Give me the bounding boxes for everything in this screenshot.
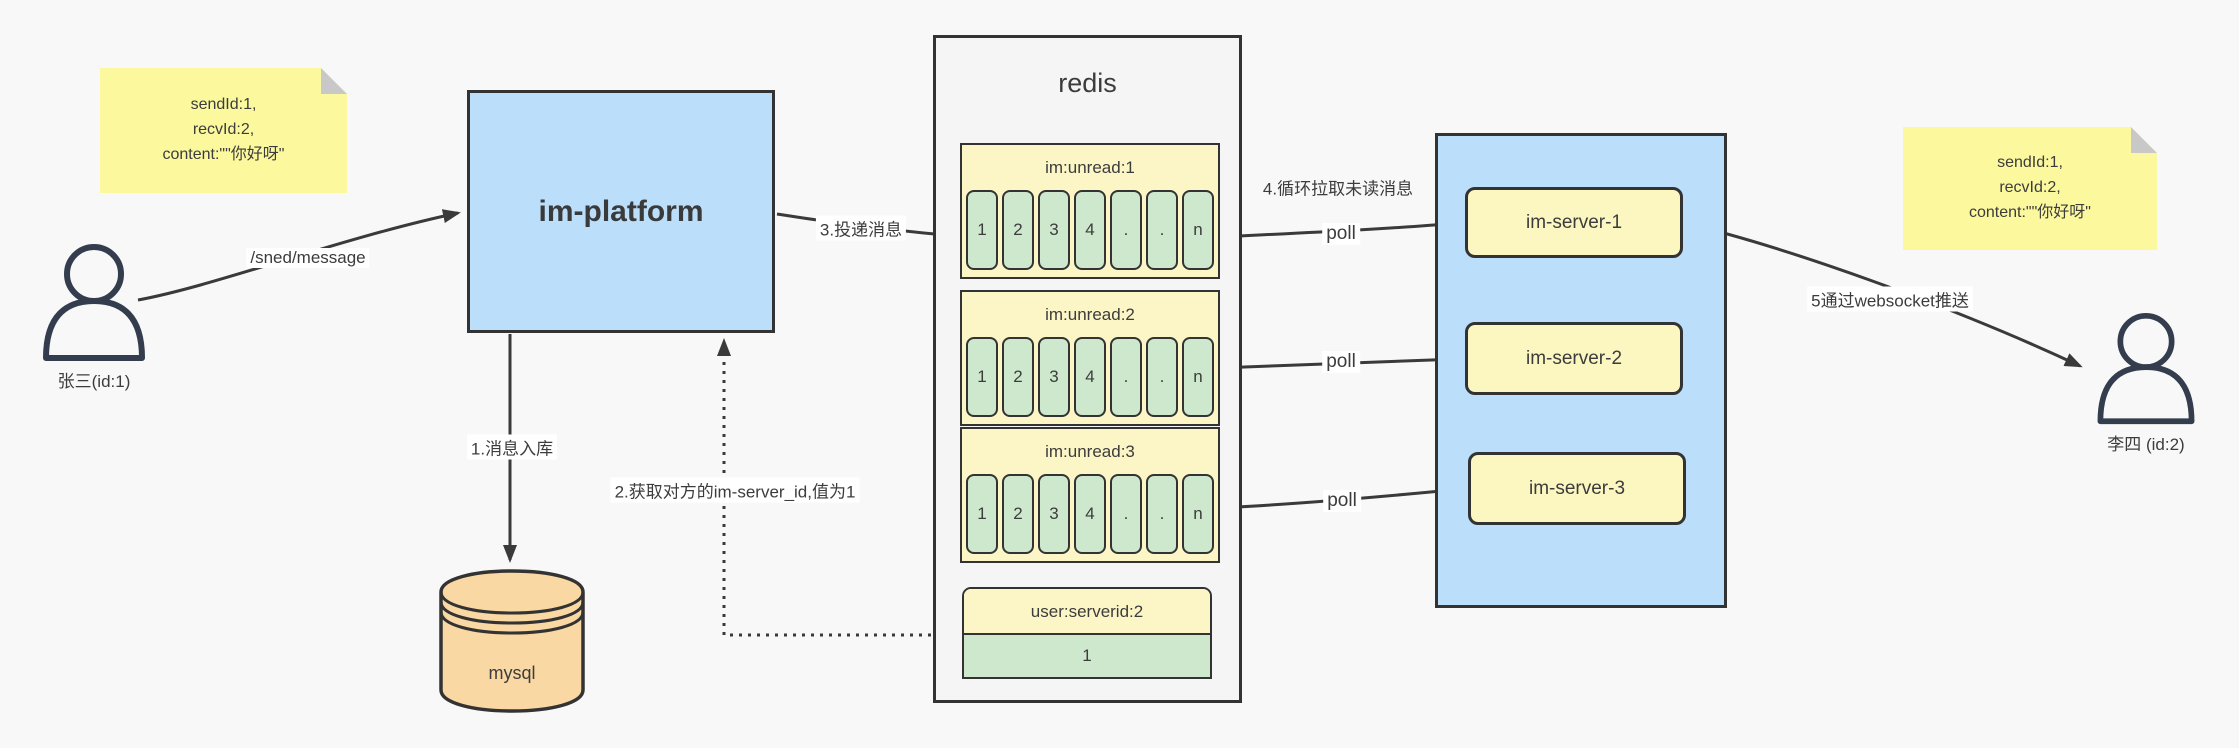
note-fold-icon: [321, 68, 347, 94]
im-server-3-label: im-server-3: [1528, 477, 1626, 499]
note-line: sendId:1,: [1997, 154, 2063, 172]
queue-cell: .: [1146, 474, 1178, 554]
actor-sender: 张三(id:1): [36, 243, 152, 392]
queue-cell: 1: [966, 337, 998, 417]
im-platform-node: im-platform: [467, 90, 775, 333]
note-line: sendId:1,: [190, 96, 257, 114]
label-poll-3: poll: [1323, 490, 1361, 512]
queue-cell: 3: [1038, 337, 1070, 417]
label-poll-2: poll: [1322, 351, 1360, 373]
queue-cell: 2: [1002, 190, 1034, 270]
queue-cell: n: [1182, 190, 1214, 270]
note-line: recvId:2,: [1999, 179, 2061, 197]
mysql-label: mysql: [488, 663, 535, 683]
queue-cell: n: [1182, 337, 1214, 417]
queue-header: im:unread:3: [1045, 442, 1135, 461]
queue-cell: 4: [1074, 190, 1106, 270]
queue-cell: .: [1146, 190, 1178, 270]
note-line: content:""你好呀": [1969, 203, 2091, 221]
label-step2: 2.获取对方的im-server_id,值为1: [610, 477, 860, 503]
queue-cell: n: [1182, 474, 1214, 554]
queue-cell: 3: [1038, 474, 1070, 554]
im-server-1-node: im-server-1: [1465, 187, 1683, 258]
person-icon: [43, 244, 145, 361]
im-server-2-label: im-server-2: [1525, 347, 1623, 369]
queue-cell: .: [1146, 337, 1178, 417]
queue-header: im:unread:1: [1045, 158, 1135, 177]
queue-cell: 1: [966, 190, 998, 270]
kv-key: user:serverid:2: [964, 589, 1210, 635]
label-poll-1: poll: [1322, 223, 1360, 245]
label-step1: 1.消息入库: [466, 434, 558, 460]
person-icon: [2097, 312, 2195, 425]
im-platform-label: im-platform: [538, 194, 704, 228]
redis-title: redis: [1058, 68, 1117, 98]
im-server-3-node: im-server-3: [1468, 452, 1686, 525]
label-send-api: /sned/message: [246, 248, 370, 268]
queue-cell: 3: [1038, 190, 1070, 270]
queue-cell: 4: [1074, 337, 1106, 417]
label-step4: 4.循环拉取未读消息: [1262, 179, 1414, 199]
label-step5: 5通过websocket推送: [1807, 286, 1973, 312]
im-server-2-node: im-server-2: [1465, 322, 1683, 395]
queue-cell: .: [1110, 190, 1142, 270]
kv-value: 1: [964, 635, 1210, 677]
queue-cell: .: [1110, 474, 1142, 554]
actor-receiver: 李四 (id:2): [2088, 312, 2204, 455]
note-line: recvId:2,: [192, 121, 255, 139]
queue-cell: .: [1110, 337, 1142, 417]
mysql-node: mysql: [437, 566, 587, 713]
queue-cell: 4: [1074, 474, 1106, 554]
queue-cell: 1: [966, 474, 998, 554]
queue-cell: 2: [1002, 474, 1034, 554]
kv-user-serverid: user:serverid:2 1: [962, 587, 1212, 679]
im-server-1-label: im-server-1: [1525, 211, 1623, 233]
actor-receiver-label: 李四 (id:2): [2107, 435, 2185, 454]
queue-header: im:unread:2: [1045, 305, 1135, 324]
note-message-right: sendId:1, recvId:2, content:""你好呀": [1903, 127, 2157, 250]
queue-cell: 2: [1002, 337, 1034, 417]
actor-sender-label: 张三(id:1): [57, 372, 131, 391]
note-message-left: sendId:1, recvId:2, content:""你好呀": [100, 68, 347, 193]
note-fold-icon: [2131, 127, 2157, 153]
label-step3: 3.投递消息: [815, 215, 907, 241]
note-line: content:""你好呀": [162, 145, 285, 163]
